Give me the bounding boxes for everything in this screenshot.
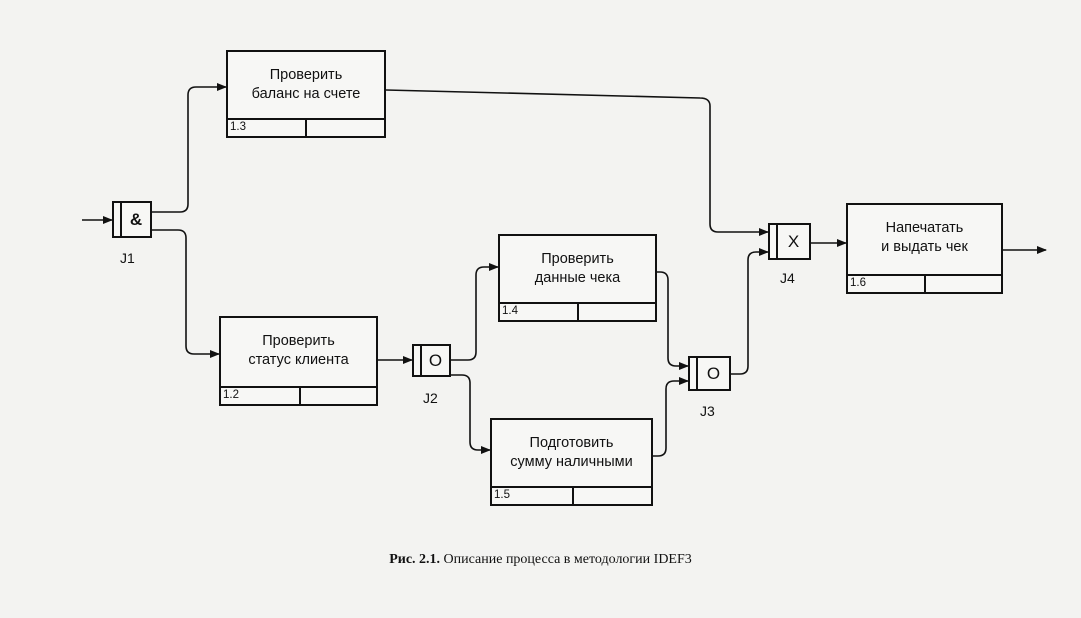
figure-caption: Рис. 2.1. Описание процесса в методологи…: [0, 552, 1081, 568]
arrow-box-1-4-to-j3: [657, 271, 689, 370]
junction-j3-or: O: [688, 356, 731, 391]
junction-label: J4: [780, 270, 795, 286]
figure-caption-text: Описание процесса в методологии IDEF3: [440, 552, 692, 567]
arrow-j1-to-box-1-3: [152, 83, 227, 213]
process-title: Подготовить сумму наличными: [510, 435, 633, 470]
arrow-j1-to-box-1-2: [152, 229, 220, 358]
arrow-box-1-3-to-j4: [385, 89, 769, 236]
box-id-strip: 1.5: [492, 486, 651, 504]
junction-symbol: X: [787, 232, 800, 251]
junction-bar: [420, 344, 422, 377]
strip-divider: [305, 120, 307, 136]
box-number: 1.5: [494, 489, 510, 501]
arrow-j3-to-j4: [731, 248, 769, 375]
strip-divider: [577, 304, 579, 320]
strip-divider: [924, 276, 926, 292]
junction-symbol: O: [428, 351, 443, 370]
process-title: Проверить данные чека: [534, 251, 621, 286]
junction-label: J3: [700, 403, 715, 419]
junction-j1-and: &: [112, 201, 152, 238]
junction-label: J1: [120, 250, 135, 266]
process-box-1-6: Напечатать и выдать чек 1.6: [846, 203, 1003, 294]
process-box-1-3: Проверить баланс на счете 1.3: [226, 50, 386, 138]
figure-caption-number: Рис. 2.1.: [389, 552, 441, 567]
arrow-j2-to-box-1-5: [451, 374, 491, 454]
box-id-strip: 1.3: [228, 118, 384, 136]
junction-j2-or: O: [412, 344, 451, 377]
process-title: Проверить баланс на счете: [251, 67, 361, 102]
arrow-j2-to-box-1-4: [451, 263, 499, 361]
process-box-1-2: Проверить статус клиента 1.2: [219, 316, 378, 406]
process-box-1-4: Проверить данные чека 1.4: [498, 234, 657, 322]
box-number: 1.6: [850, 277, 866, 289]
box-id-strip: 1.6: [848, 274, 1001, 292]
box-id-strip: 1.2: [221, 386, 376, 404]
strip-divider: [299, 388, 301, 404]
box-number: 1.2: [223, 389, 239, 401]
process-title: Напечатать и выдать чек: [881, 220, 968, 255]
box-id-strip: 1.4: [500, 302, 655, 320]
box-number: 1.4: [502, 305, 518, 317]
strip-divider: [572, 488, 574, 504]
junction-j4-xor: X: [768, 223, 811, 260]
box-number: 1.3: [230, 121, 246, 133]
junction-bar: [696, 356, 698, 391]
junction-label: J2: [423, 390, 438, 406]
process-box-1-5: Подготовить сумму наличными 1.5: [490, 418, 653, 506]
junction-symbol: O: [706, 364, 721, 383]
arrow-box-1-5-to-j3: [653, 377, 689, 457]
junction-symbol: &: [129, 210, 143, 229]
junction-bar: [120, 201, 122, 238]
junction-bar: [776, 223, 778, 260]
process-title: Проверить статус клиента: [248, 333, 349, 368]
